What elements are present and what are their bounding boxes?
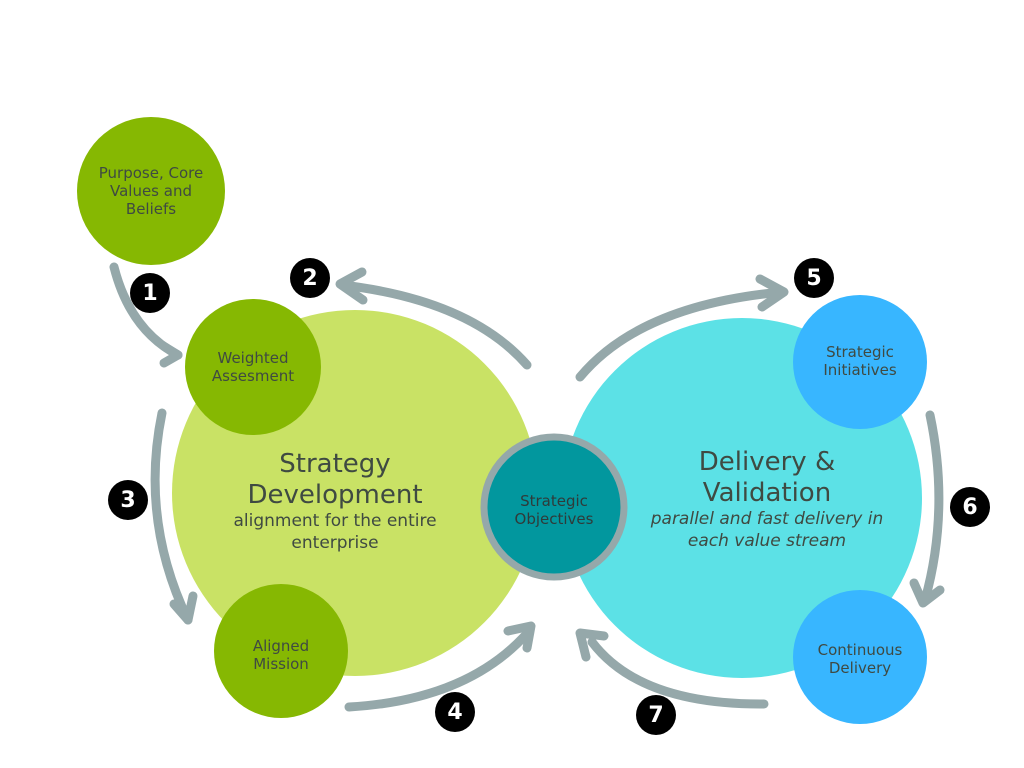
step-badge-3: 3 xyxy=(108,480,148,520)
delivery-validation-block: Delivery & Validation parallel and fast … xyxy=(651,447,884,553)
purpose-label-line: Beliefs xyxy=(125,200,177,218)
arrow-step-1 xyxy=(109,262,183,368)
strategy-subtitle-line: enterprise xyxy=(291,533,379,554)
arrow-step-5 xyxy=(575,274,789,382)
purpose-label-line: Purpose, Core xyxy=(98,164,204,182)
delivery-title-line: Delivery & xyxy=(698,447,836,478)
strategy-development-block: Strategy Development alignment for the e… xyxy=(233,449,436,555)
arrow-step-6 xyxy=(909,410,945,608)
step-badge-5: 5 xyxy=(794,258,834,298)
strategic-initiatives-label: Strategic Initiatives xyxy=(823,343,896,379)
arrow-step-7 xyxy=(575,628,769,709)
step-badge-1: 1 xyxy=(130,273,170,313)
strategic-objectives-circle xyxy=(480,433,628,581)
delivery-title-line: Validation xyxy=(702,477,832,508)
delivery-subtitle-line: parallel and fast delivery in xyxy=(650,509,884,530)
weighted-assessment-circle xyxy=(185,299,321,435)
arrow-step-3 xyxy=(150,408,198,625)
objectives-label-line: Objectives xyxy=(514,510,594,528)
objectives-label-line: Strategic xyxy=(520,492,588,510)
step-badge-6: 6 xyxy=(950,487,990,527)
strategy-subtitle-line: alignment for the entire xyxy=(233,511,437,532)
continuous-label-line: Delivery xyxy=(828,659,892,677)
continuous-delivery-circle xyxy=(793,590,927,724)
aligned-mission-label: Aligned Mission xyxy=(253,637,309,673)
purpose-label: Purpose, Core Values and Beliefs xyxy=(99,164,203,218)
purpose-label-line: Values and xyxy=(109,182,192,200)
weighted-label-line: Assesment xyxy=(211,367,295,385)
strategy-title-line: Development xyxy=(247,479,423,510)
continuous-label-line: Continuous xyxy=(817,641,903,659)
delivery-subtitle-line: each value stream xyxy=(687,531,847,552)
strategy-title-line: Strategy xyxy=(279,449,391,480)
purpose-circle xyxy=(77,117,225,265)
aligned-mission-circle xyxy=(214,584,348,718)
arrow-step-2 xyxy=(335,267,532,370)
initiatives-label-line: Strategic xyxy=(826,343,894,361)
weighted-assessment-label: Weighted Assesment xyxy=(212,349,294,385)
step-badge-2: 2 xyxy=(290,258,330,298)
weighted-label-line: Weighted xyxy=(217,349,289,367)
arrow-step-4 xyxy=(344,621,536,712)
strategic-initiatives-circle xyxy=(793,295,927,429)
step-badge-4: 4 xyxy=(435,692,475,732)
initiatives-label-line: Initiatives xyxy=(823,361,897,379)
step-badge-7: 7 xyxy=(636,695,676,735)
strategic-objectives-label: Strategic Objectives xyxy=(515,492,594,528)
aligned-label-line: Mission xyxy=(253,655,309,673)
continuous-delivery-label: Continuous Delivery xyxy=(818,641,903,677)
aligned-label-line: Aligned xyxy=(252,637,310,655)
